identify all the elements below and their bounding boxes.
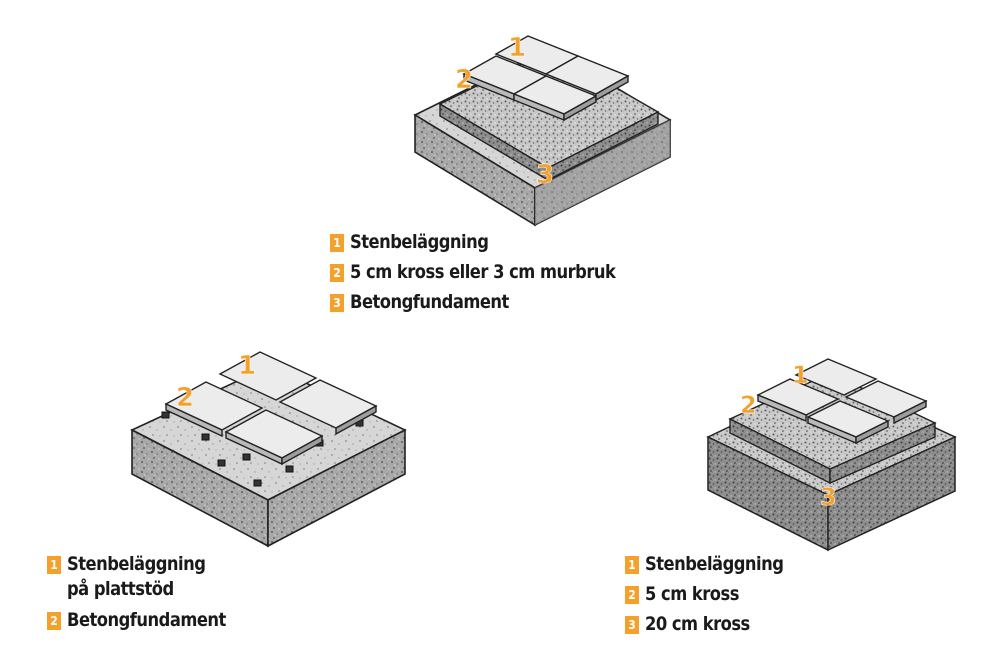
right-legend: 1 Stenbeläggning 2 5 cm kross 3 20 cm kr… — [625, 552, 806, 642]
top-marker-2: 2 — [455, 65, 473, 95]
left-stone-tiles — [164, 351, 378, 466]
legend-number-badge: 1 — [330, 234, 344, 252]
legend-item: 1 Stenbeläggning på plattstöd — [47, 552, 252, 608]
right-marker-1: 1 — [792, 361, 809, 389]
left-marker-2: 2 — [176, 383, 194, 413]
legend-label: på plattstöd — [67, 578, 174, 600]
legend-item: 3 Betongfundament — [330, 290, 659, 320]
legend-number-badge: 3 — [625, 616, 639, 634]
right-stone-tiles — [756, 358, 928, 445]
legend-item: 2 5 cm kross eller 3 cm murbruk — [330, 260, 659, 290]
legend-item: 2 Betongfundament — [47, 608, 252, 638]
top-marker-3: 3 — [536, 160, 554, 190]
legend-number-badge: 2 — [330, 264, 344, 282]
right-diagram: 1 2 3 — [706, 358, 957, 552]
legend-label: 5 cm kross — [645, 583, 739, 605]
legend-number-badge: 3 — [330, 294, 344, 312]
legend-label: Stenbeläggning — [67, 553, 206, 575]
legend-number-badge: 2 — [47, 612, 61, 630]
left-diagram: 1 2 — [130, 351, 407, 548]
legend-label: Betongfundament — [350, 291, 509, 313]
legend-item: 1 Stenbeläggning — [625, 552, 806, 582]
legend-item: 1 Stenbeläggning — [330, 230, 659, 260]
legend-item: 3 20 cm kross — [625, 612, 806, 642]
top-legend: 1 Stenbeläggning 2 5 cm kross eller 3 cm… — [330, 230, 659, 320]
legend-label: 5 cm kross eller 3 cm murbruk — [350, 261, 616, 283]
legend-number-badge: 2 — [625, 586, 639, 604]
legend-label: Stenbeläggning — [350, 231, 489, 253]
top-stone-tiles — [462, 35, 630, 122]
left-marker-1: 1 — [238, 351, 256, 381]
legend-number-badge: 1 — [625, 556, 639, 574]
legend-item: 2 5 cm kross — [625, 582, 806, 612]
legend-label: Stenbeläggning — [645, 553, 784, 575]
right-marker-3: 3 — [820, 483, 837, 511]
legend-label: Betongfundament — [67, 609, 226, 631]
top-diagram: 1 2 3 — [413, 33, 672, 227]
right-marker-2: 2 — [740, 391, 757, 419]
left-legend: 1 Stenbeläggning på plattstöd 2 Betongfu… — [47, 552, 252, 638]
legend-number-badge: 1 — [47, 556, 61, 574]
legend-label: 20 cm kross — [645, 613, 750, 635]
top-marker-1: 1 — [508, 33, 526, 63]
